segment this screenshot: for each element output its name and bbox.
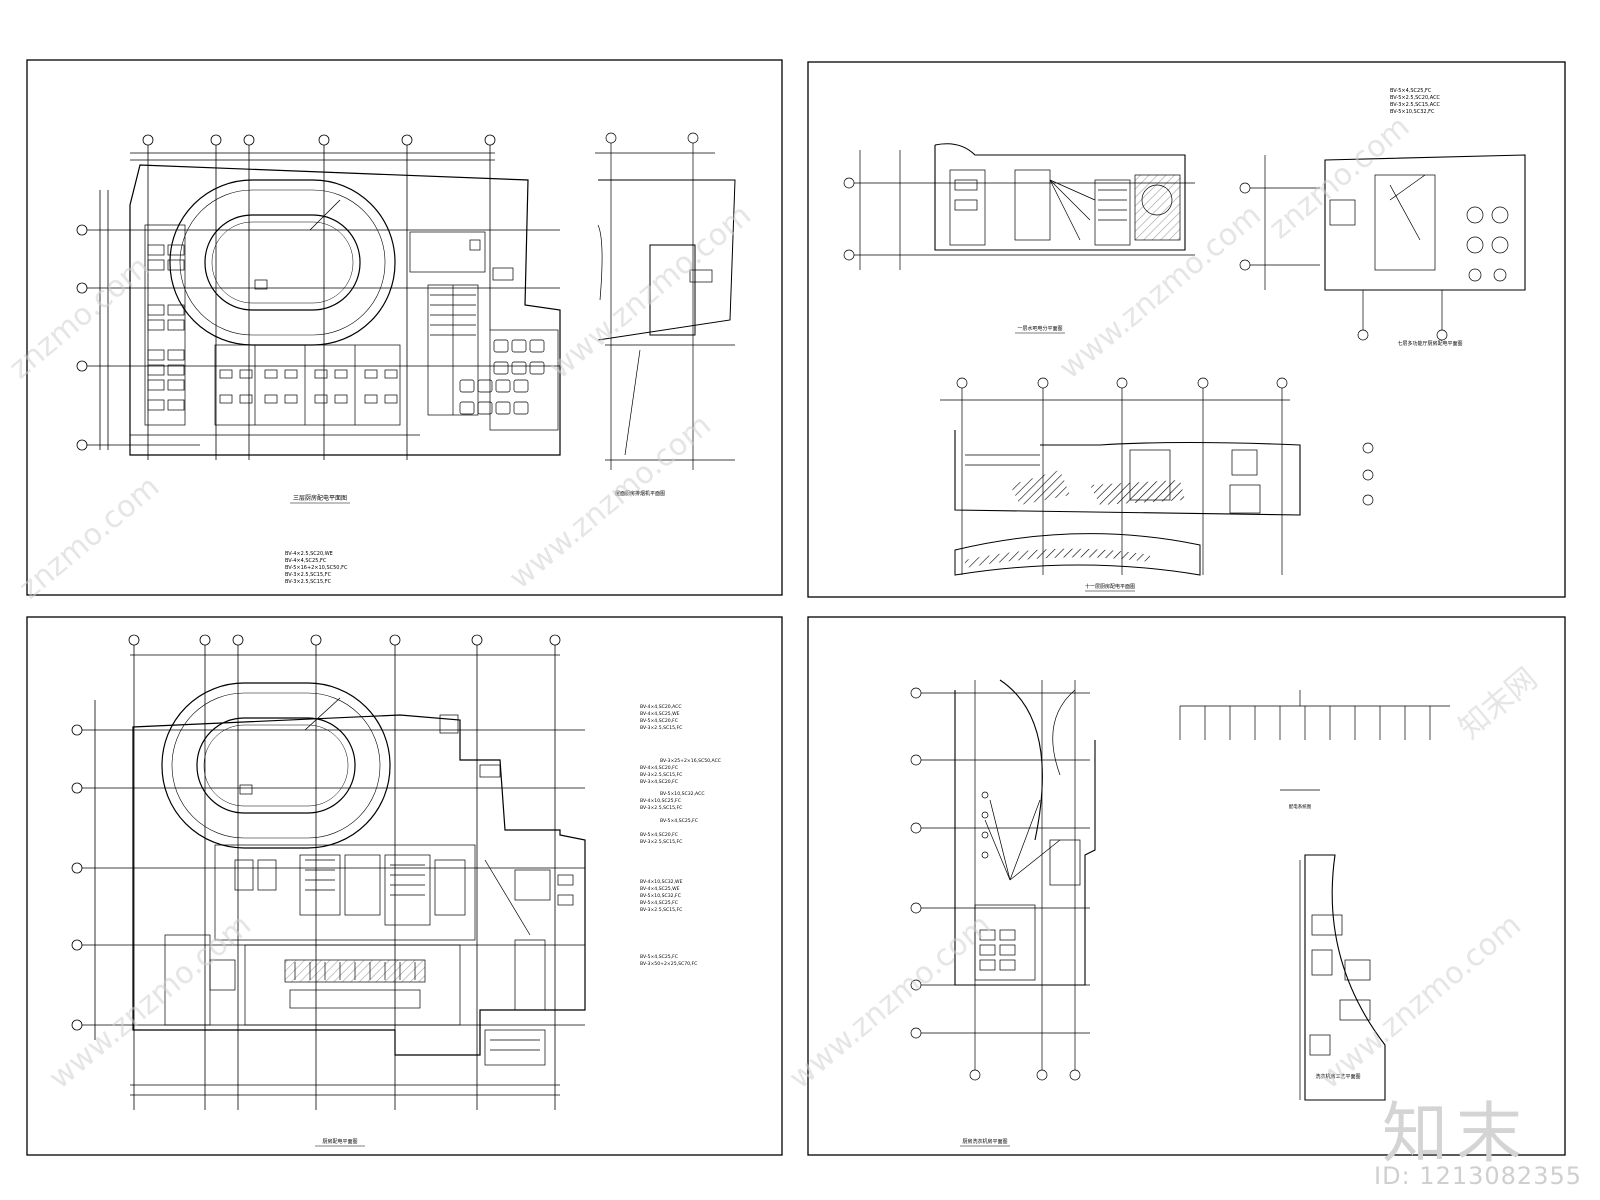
legend-line: BV-5×10,SC32,ACC: [660, 791, 705, 797]
legend-line: BV-5×4,SC20,FC: [640, 718, 678, 724]
legend-line: BV-5×4,SC25,FC: [640, 954, 678, 960]
grid-axis-left: [76, 190, 560, 451]
plan-title: 三层厨房配电平面图: [293, 494, 347, 502]
plan-title-2: 洗衣机房工艺平面图: [1315, 1073, 1360, 1080]
hatch-zone: [1090, 480, 1185, 505]
seventh-floor-plan: [1239, 154, 1526, 341]
legend-line: BV-3×2.5,SC15,FC: [285, 572, 332, 578]
legend-line: BV-5×2.5,SC20,ACC: [1390, 95, 1441, 101]
roof-plan: [595, 132, 736, 470]
watermark-text: www.znzmo.com: [43, 908, 258, 1097]
legend-line: BV-5×4,SC20,FC: [640, 832, 678, 838]
hatch-zone: [1010, 470, 1070, 505]
legend-line: BV-4×4,SC25,WE: [640, 711, 680, 717]
sheet-frame: [26, 616, 783, 1156]
plan-title-2: 七层多功能厅厨房配电平面图: [1397, 340, 1462, 347]
sheet-frame: [807, 61, 1566, 598]
sheet-frame: [807, 616, 1566, 1156]
watermark-text: www.znzmo.com: [543, 198, 758, 387]
legend-line: BV-3×2.5,SC15,FC: [640, 805, 682, 811]
riser-diagram: [1179, 690, 1450, 791]
legend-line: BV-5×16+2×10,SC50,FC: [285, 565, 348, 571]
water-bar-plan: [843, 143, 1195, 270]
legend-line: BV-3×25+2×16,SC50,ACC: [660, 758, 721, 764]
sheet-frame: [26, 59, 783, 596]
building-outline: [129, 164, 561, 456]
grid-axis-top: [128, 634, 561, 1110]
legend-line: BV-3×50+2×25,SC70,FC: [640, 961, 697, 967]
plan-title: 一层水吧电分平面图: [1017, 325, 1062, 332]
room-grid-left: [130, 224, 420, 436]
sheet-top-left: 三层厨房配电平面图 屋面厨房排烟机平面图 BV-4×2.5,SC20,WE BV…: [26, 59, 783, 596]
watermark-text: www.znzmo.com: [783, 908, 998, 1097]
watermark-text: znzmo.com: [1263, 109, 1417, 246]
legend-line: BV-4×2.5,SC20,WE: [285, 551, 333, 557]
laundry-plan: [910, 679, 1096, 1081]
legend-block: BV-4×4,SC20,ACC BV-4×4,SC25,WE BV-5×4,SC…: [640, 704, 721, 967]
laundry-technical-plan: [1299, 854, 1386, 1101]
legend-line: BV-5×10,SC32,FC: [1390, 109, 1435, 115]
legend-line: BV-3×2.5,SC15,FC: [285, 579, 332, 585]
legend-line: BV-3×2.5,SC15,FC: [640, 907, 682, 913]
sheet-top-right: 一层水吧电分平面图 七层多功能厅厨房配电平面图 BV-5×4,SC25,FC B…: [807, 61, 1566, 598]
oval-track: [161, 682, 391, 849]
watermark-text: znzmo.com: [13, 469, 167, 606]
legend-line: BV-3×2.5,SC15,FC: [640, 839, 682, 845]
sheet-bottom-right: 厨房洗衣机房平面图 配电系统图 洗衣机房工艺平面图: [807, 616, 1566, 1156]
kitchen-equipment: [164, 714, 574, 1066]
watermark-text: www.znzmo.com: [503, 408, 718, 597]
legend-line: BV-4×10,SC25,FC: [640, 798, 681, 804]
stair-core: [409, 231, 514, 416]
legend-line: BV-4×4,SC25,WE: [640, 886, 680, 892]
oval-track: [169, 179, 396, 346]
eleventh-floor-plan: [940, 377, 1374, 576]
plan-title: 厨房洗衣机房平面图: [962, 1138, 1007, 1145]
hatch-zone: [285, 960, 425, 982]
legend-line: BV-4×10,SC32,WE: [640, 879, 683, 885]
watermark-text: 知末网: [1453, 661, 1544, 746]
hatch-zone: [1135, 175, 1180, 240]
watermark-text: www.znzmo.com: [1313, 908, 1528, 1097]
dining-area: [459, 329, 559, 431]
hatch-zone: [965, 548, 1150, 568]
legend-line: BV-5×4,SC25,FC: [640, 900, 678, 906]
legend-line: BV-3×4,SC20,FC: [640, 779, 678, 785]
legend-line: BV-3×2.5,SC15,FC: [640, 772, 682, 778]
legend-line: BV-4×4,SC20,FC: [640, 765, 678, 771]
building-outline: [132, 714, 586, 1056]
legend-block: BV-4×2.5,SC20,WE BV-4×4,SC25,FC BV-5×16+…: [285, 551, 348, 585]
sheet-bottom-left: 厨房配电平面图 BV-4×4,SC20,ACC BV-4×4,SC25,WE B…: [26, 616, 783, 1156]
riser-caption: 配电系统图: [1289, 803, 1312, 810]
legend-line: BV-4×4,SC25,FC: [285, 558, 327, 564]
legend-line: BV-5×10,SC32,FC: [640, 893, 681, 899]
legend-block: BV-5×4,SC25,FC BV-5×2.5,SC20,ACC BV-3×2.…: [1390, 88, 1441, 115]
plan-title: 厨房配电平面图: [322, 1138, 357, 1145]
legend-line: BV-5×4,SC25,FC: [1390, 88, 1432, 94]
watermark-id: ID: 1213082355: [1374, 1162, 1582, 1190]
watermark-layer: znzmo.com znzmo.com www.znzmo.com www.zn…: [3, 109, 1544, 1096]
plan-title-3: 十一层厨房配电平面图: [1085, 583, 1135, 590]
legend-line: BV-5×4,SC25,FC: [660, 818, 698, 824]
legend-line: BV-4×4,SC20,ACC: [640, 704, 682, 710]
secondary-title: 屋面厨房排烟机平面图: [615, 490, 665, 497]
watermark-brand: 知末: [1382, 1095, 1530, 1172]
legend-line: BV-3×2.5,SC15,FC: [640, 725, 682, 731]
legend-line: BV-3×2.5,SC15,ACC: [1390, 102, 1441, 108]
